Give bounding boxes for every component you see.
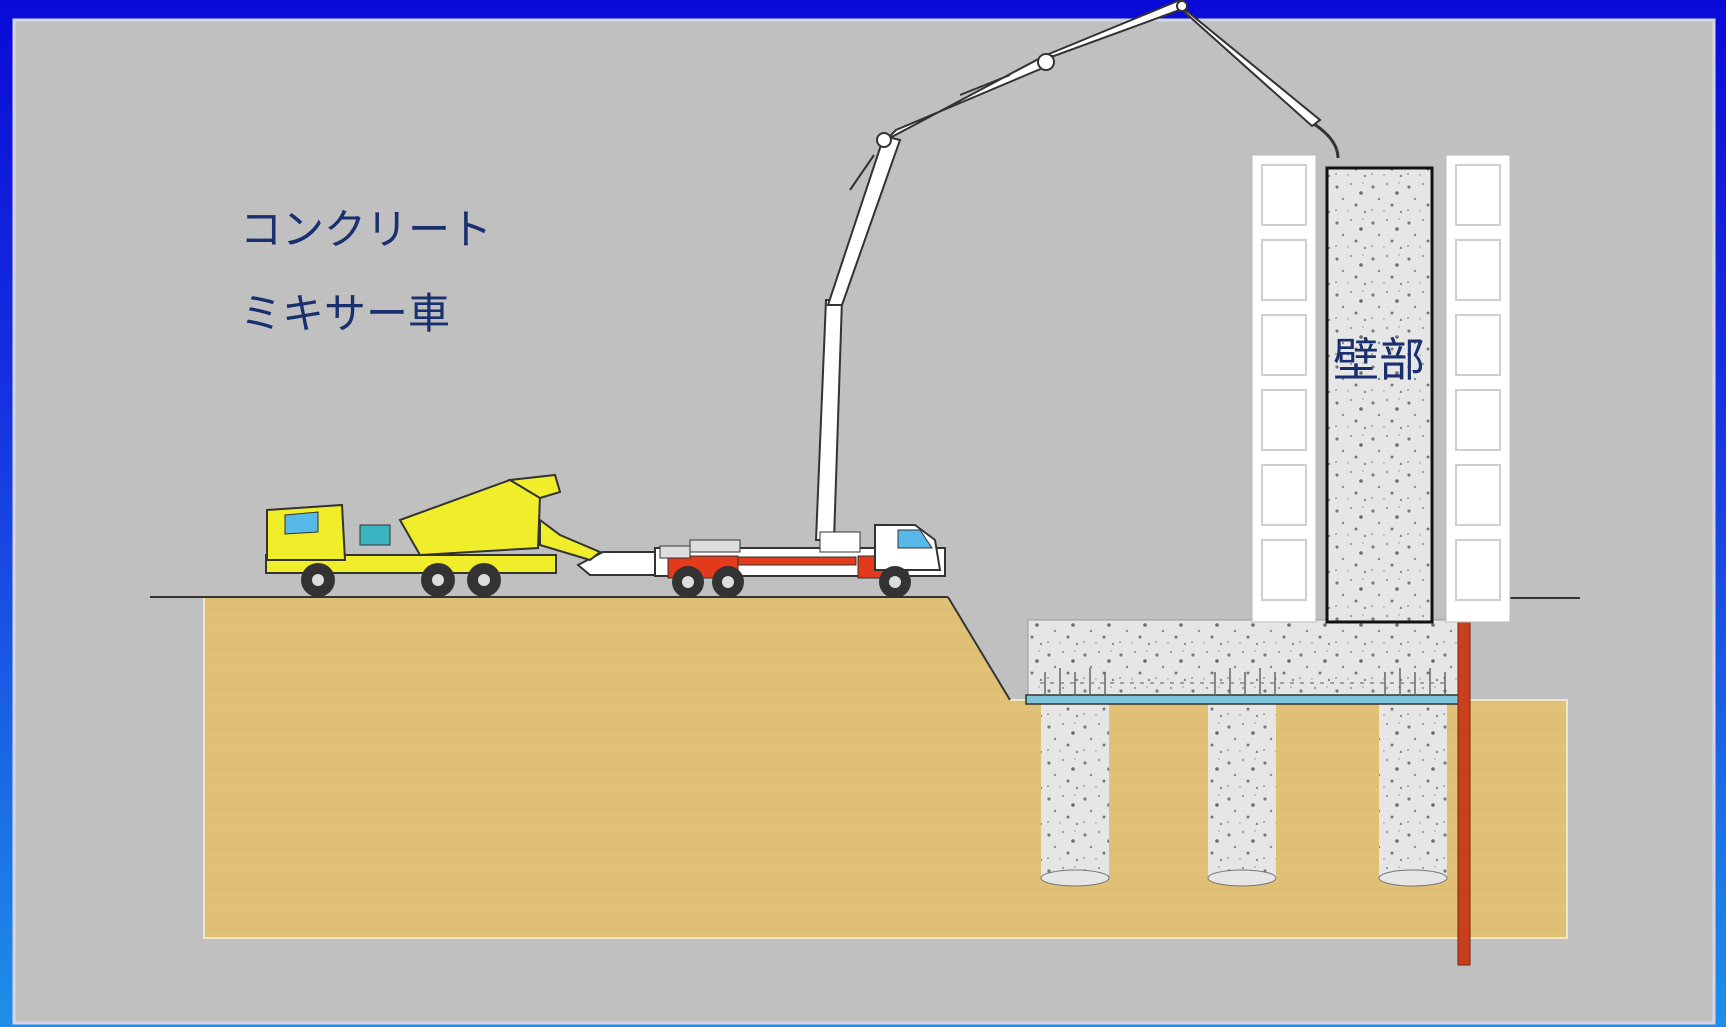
piles [1040,700,1448,887]
pile-tip [1378,869,1448,887]
pile-tip [1040,869,1110,887]
pile [1041,700,1109,878]
waterproof-layer [1025,694,1468,705]
pile [1208,700,1276,878]
formwork-left [1251,154,1317,623]
pump-boom [814,0,1340,541]
wall-label: 壁部 [1333,333,1425,387]
rebar-anchors [1040,668,1450,696]
pile [1379,700,1447,878]
pump-truck [576,524,946,598]
mixer-truck-label-line1: コンクリート [240,205,492,254]
pile-tip [1207,869,1277,887]
sheet-pile [1457,619,1471,966]
wall-concrete [1325,166,1434,624]
excavation-slope [947,596,1011,701]
mixer-truck-label-line2: ミキサー車 [240,289,450,338]
formwork-right [1445,154,1511,623]
mixer-truck [265,473,602,597]
